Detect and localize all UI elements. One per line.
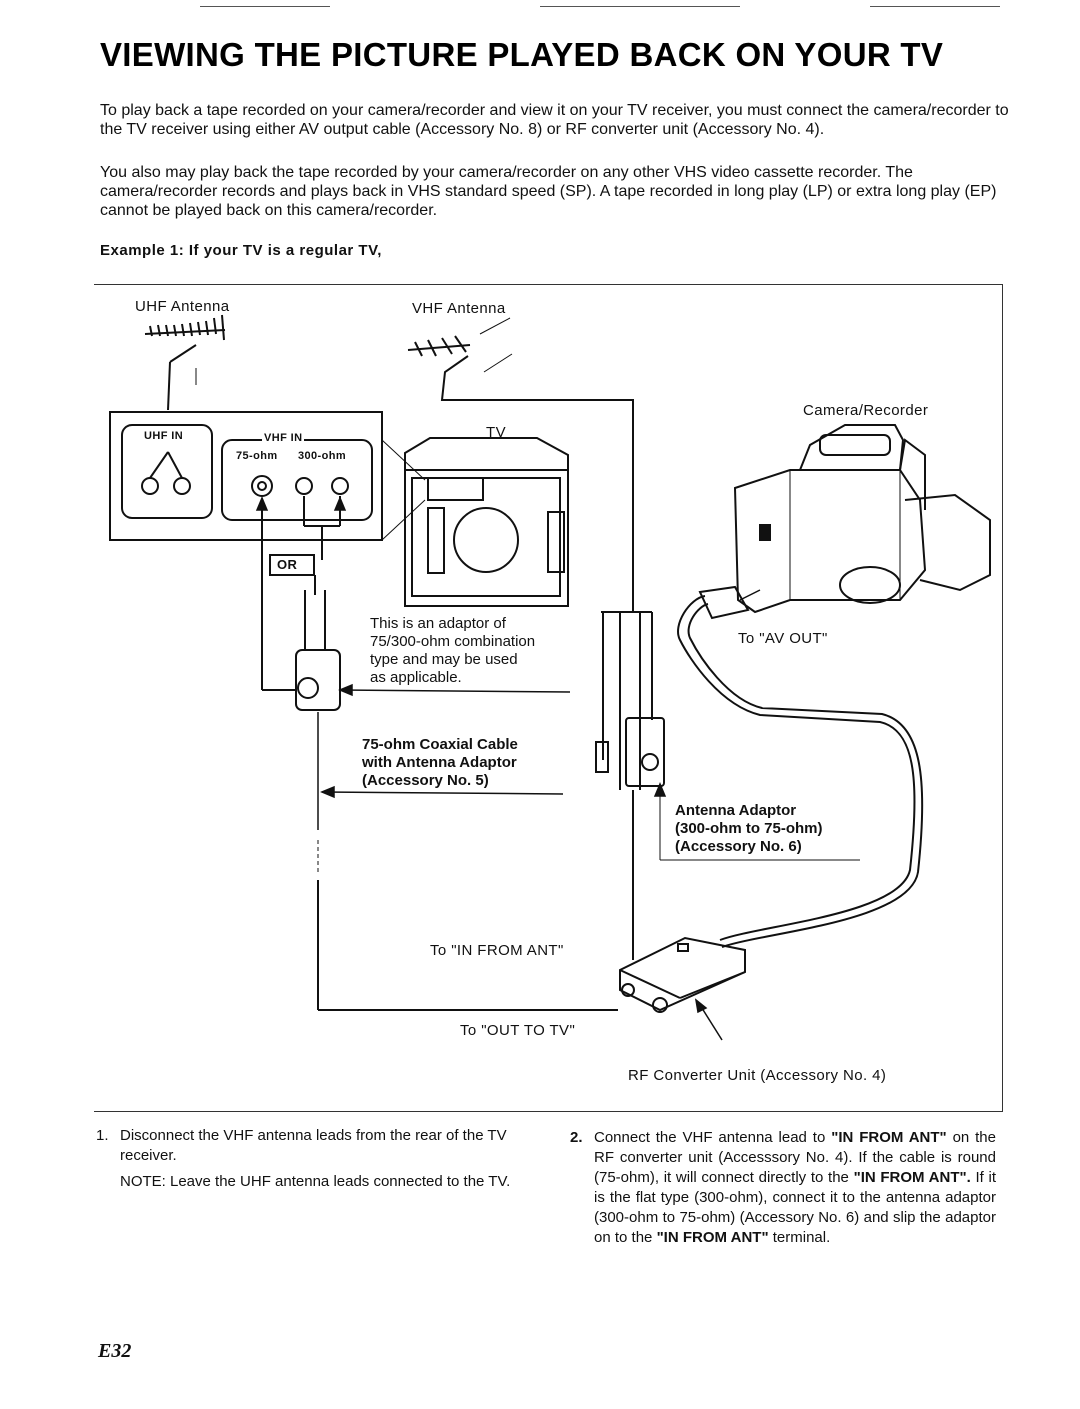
- ohm-300-label: 300-ohm: [298, 450, 347, 462]
- top-rule-3: [870, 6, 1000, 7]
- rf-converter-label: RF Converter Unit (Accessory No. 4): [628, 1067, 887, 1084]
- camera-recorder-label: Camera/Recorder: [803, 402, 929, 419]
- to-out-to-tv-label: To "OUT TO TV": [460, 1022, 576, 1039]
- coaxial-cable-line-3: (Accessory No. 5): [362, 772, 489, 789]
- or-label: OR: [277, 557, 298, 572]
- vhf-in-label: VHF IN: [262, 432, 305, 444]
- page-title: VIEWING THE PICTURE PLAYED BACK ON YOUR …: [100, 36, 944, 73]
- example-heading: Example 1: If your TV is a regular TV,: [100, 242, 382, 259]
- step-1-note: NOTE: Leave the UHF antenna leads connec…: [120, 1173, 511, 1190]
- step-1-number: 1.: [96, 1127, 109, 1144]
- to-av-out-label: To "AV OUT": [738, 630, 828, 647]
- antenna-adaptor-line-3: (Accessory No. 6): [675, 838, 802, 855]
- top-rule-1: [200, 6, 330, 7]
- uhf-antenna-icon: [144, 314, 226, 411]
- adaptor-note-line-3: type and may be used: [370, 651, 518, 668]
- step-2-term-in-from-ant-1: "IN FROM ANT": [831, 1129, 947, 1146]
- antenna-adaptor-line-2: (300-ohm to 75-ohm): [675, 820, 823, 837]
- step-2: 2. Connect the VHF antenna lead to "IN F…: [570, 1128, 996, 1248]
- step-2-number: 2.: [570, 1129, 583, 1146]
- tv-label: TV: [486, 424, 506, 441]
- step-2-term-in-from-ant-2: "IN FROM ANT".: [853, 1169, 971, 1186]
- vhf-antenna-icon: [407, 317, 634, 612]
- intro-paragraph-1: To play back a tape recorded on your cam…: [100, 102, 1009, 138]
- top-rule-2: [540, 6, 740, 7]
- rf-converter-icon: [619, 936, 746, 1013]
- coaxial-cable-label: 75-ohm Coaxial Cable with Antenna Adapto…: [362, 736, 518, 790]
- page-number: E32: [98, 1340, 132, 1362]
- camcorder-icon: [733, 424, 991, 614]
- adaptor-note: This is an adaptor of 75/300-ohm combina…: [370, 615, 535, 687]
- adaptor-note-line-1: This is an adaptor of: [370, 615, 506, 632]
- step-2-text-a: Connect the VHF antenna lead to: [594, 1129, 826, 1146]
- intro-paragraph-2: You also may play back the tape recorded…: [100, 164, 997, 219]
- antenna-adaptor-label: Antenna Adaptor (300-ohm to 75-ohm) (Acc…: [675, 802, 823, 856]
- step-2-text-b: on the RF converter unit (Accesssory No.…: [594, 1129, 996, 1186]
- uhf-antenna-label: UHF Antenna: [135, 298, 230, 315]
- vhf-antenna-label: VHF Antenna: [412, 300, 506, 317]
- step-2-text-c: If it is the flat type (300-ohm), connec…: [594, 1169, 996, 1246]
- adaptor-note-line-2: 75/300-ohm combination: [370, 633, 536, 650]
- antenna-adaptor-line-1: Antenna Adaptor: [675, 802, 797, 819]
- coaxial-cable-line-1: 75-ohm Coaxial Cable: [362, 736, 518, 753]
- step-2-text-d: terminal.: [772, 1229, 831, 1246]
- ohm-75-label: 75-ohm: [236, 450, 278, 462]
- adaptor-note-line-4: as applicable.: [370, 669, 462, 686]
- diagram-frame: [94, 284, 1003, 1112]
- step-1-text: Disconnect the VHF antenna leads from th…: [120, 1127, 507, 1164]
- tv-icon: [381, 437, 569, 607]
- to-in-from-ant-label: To "IN FROM ANT": [430, 942, 564, 959]
- coaxial-cable-line-2: with Antenna Adaptor: [362, 754, 517, 771]
- uhf-in-label: UHF IN: [142, 430, 186, 442]
- step-2-term-in-from-ant-3: "IN FROM ANT": [656, 1229, 769, 1246]
- step-1: 1. Disconnect the VHF antenna leads from…: [96, 1126, 530, 1192]
